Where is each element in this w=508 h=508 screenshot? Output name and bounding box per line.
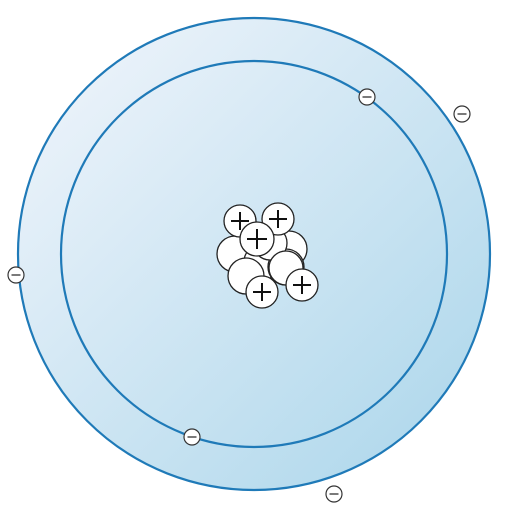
electron: [454, 106, 470, 122]
electron: [8, 267, 24, 283]
electron: [326, 486, 342, 502]
proton: [246, 276, 278, 308]
proton: [240, 222, 274, 256]
electron: [359, 89, 375, 105]
electron: [184, 429, 200, 445]
proton: [286, 269, 318, 301]
